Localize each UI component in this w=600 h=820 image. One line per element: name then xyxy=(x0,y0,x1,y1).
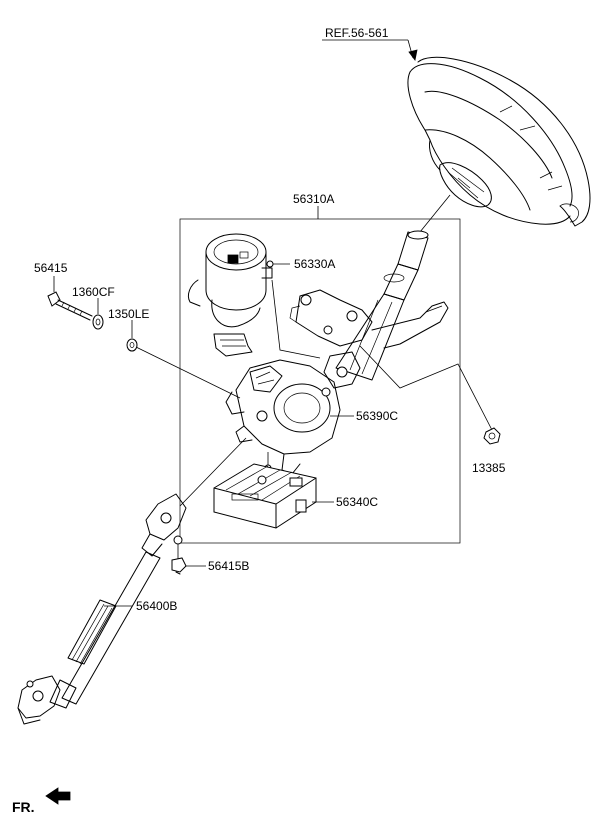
washer-to-housing-leader xyxy=(135,346,241,399)
shaft-drawing xyxy=(17,493,187,725)
housing-label: 56390C xyxy=(356,409,398,423)
washer-1-drawing xyxy=(92,314,104,330)
front-arrow-icon xyxy=(45,787,71,805)
bolt-drawing xyxy=(47,291,93,321)
wheel-to-column-leader xyxy=(419,194,451,233)
ref-label: REF.56-561 xyxy=(325,26,389,40)
motor-drawing xyxy=(187,233,290,357)
nut-drawing xyxy=(483,427,501,445)
column-assembly-label: 56310A xyxy=(293,192,334,206)
bolt-b-drawing xyxy=(171,544,187,575)
ref-label-group: REF.56-561 xyxy=(322,26,418,61)
steering-wheel-drawing xyxy=(407,56,591,227)
motor-to-housing-leader xyxy=(271,279,321,359)
ecu-label: 56340C xyxy=(336,495,378,509)
washer-2-label: 1350LE xyxy=(108,307,149,321)
front-indicator-label: FR. xyxy=(12,799,35,815)
bolt-b-label: 56415B xyxy=(208,559,249,573)
shaft-label: 56400B xyxy=(136,599,177,613)
column-tube-drawing xyxy=(289,230,449,389)
nut-label: 13385 xyxy=(472,461,506,475)
column-assembly-box xyxy=(179,218,461,544)
housing-to-shaft-leader xyxy=(179,437,247,507)
washer-1-label: 1360CF xyxy=(72,285,115,299)
housing-drawing xyxy=(225,359,341,475)
ecu-drawing xyxy=(213,452,317,529)
bolt-label: 56415 xyxy=(34,261,68,275)
washer-2-drawing xyxy=(126,338,138,352)
motor-label: 56330A xyxy=(294,257,335,271)
nut-leader xyxy=(359,345,494,433)
